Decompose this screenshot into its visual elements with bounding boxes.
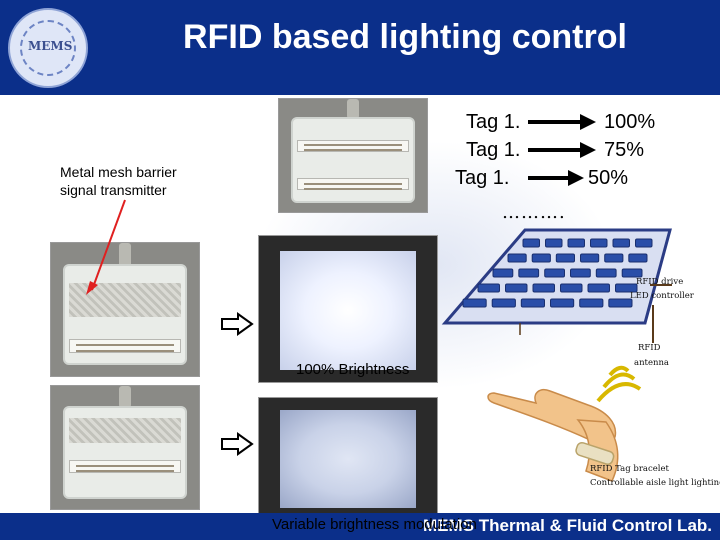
led-panel xyxy=(280,410,416,509)
lanyard-clip xyxy=(347,99,359,120)
lanyard-clip xyxy=(119,386,131,409)
callout-line-2: signal transmitter xyxy=(60,182,167,198)
footer-lab-name: MEMS Thermal & Fluid Control Lab. xyxy=(423,516,712,535)
led-cell xyxy=(612,238,630,248)
led-cell xyxy=(579,298,604,308)
mapping-arrow-icon xyxy=(528,142,596,158)
led-cell xyxy=(590,238,608,248)
led-panel xyxy=(280,250,416,371)
rfid-bracelet-icon xyxy=(575,441,615,465)
page-title: RFID based lighting control xyxy=(183,18,627,56)
tag-label-2: Tag 1. xyxy=(466,139,521,161)
antenna-label-line-2: antenna xyxy=(634,358,670,368)
led-cell xyxy=(628,253,648,263)
tag-label-3: Tag 1. xyxy=(455,167,510,189)
led-cell xyxy=(550,298,575,308)
led-cell xyxy=(635,238,653,248)
bracelet-label-line-1: RFID Tag bracelet xyxy=(590,464,669,474)
led-cell xyxy=(615,283,638,293)
rfid-antenna-strip xyxy=(296,178,410,191)
logo-text: MEMS xyxy=(28,39,73,53)
rfid-antenna-strip xyxy=(68,338,182,353)
driver-label-line-1: RFID drive xyxy=(636,277,684,287)
led-grid xyxy=(462,238,653,308)
lanyard-clip xyxy=(119,243,131,267)
led-cell xyxy=(560,283,583,293)
led-cell xyxy=(492,268,514,278)
rfid-antenna-strip xyxy=(296,139,410,152)
led-cell xyxy=(595,268,617,278)
header-bar xyxy=(0,0,720,95)
logo-ring xyxy=(20,20,76,76)
ellipsis-more: ………. xyxy=(502,202,566,223)
led-cell xyxy=(477,283,500,293)
tag-value-1: 100% xyxy=(604,111,656,133)
led-cell xyxy=(505,283,528,293)
right-arrow-icon xyxy=(221,312,254,336)
callout-pointer-icon xyxy=(86,199,126,295)
led-cell xyxy=(531,253,551,263)
driver-label-line-2: LED controller xyxy=(630,291,694,301)
variable-brightness-caption: Variable brightness modulation xyxy=(272,516,477,533)
brightness-caption: 100% Brightness xyxy=(296,361,410,378)
tag-label-1: Tag 1. xyxy=(466,111,521,133)
tag-value-2: 75% xyxy=(604,139,645,161)
led-cell xyxy=(491,298,516,308)
led-cell xyxy=(587,283,610,293)
led-cell xyxy=(545,238,563,248)
rfid-tag-with-mesh-photo-bottom xyxy=(50,385,200,510)
led-cell xyxy=(567,238,585,248)
led-cell xyxy=(621,268,643,278)
led-cell xyxy=(570,268,591,278)
mapping-arrow-icon xyxy=(528,170,584,186)
led-cell xyxy=(518,268,540,278)
led-cell xyxy=(580,253,600,263)
rfid-antenna-strip xyxy=(68,459,182,473)
rfid-lighting-diagram xyxy=(441,228,672,482)
callout-line-1: Metal mesh barrier xyxy=(60,164,177,180)
footer-bar xyxy=(0,513,720,540)
right-arrow-icon xyxy=(221,432,254,456)
led-cell xyxy=(522,238,540,248)
mapping-arrow-icon xyxy=(528,114,596,130)
bracelet-label-line-2: Controllable aisle light lighting xyxy=(590,478,720,488)
led-cell xyxy=(532,283,555,293)
lab-logo: MEMS xyxy=(8,8,88,88)
metal-mesh xyxy=(68,417,182,443)
led-cell xyxy=(608,298,633,308)
led-cell xyxy=(604,253,624,263)
led-cell xyxy=(462,298,487,308)
led-cell xyxy=(507,253,527,263)
led-cell xyxy=(544,268,565,278)
tag-value-3: 50% xyxy=(588,167,629,189)
antenna-label-line-1: RFID xyxy=(638,343,661,353)
led-panel-dimmed-photo xyxy=(258,397,438,519)
led-panel-full-brightness-photo xyxy=(258,235,438,383)
metal-mesh-callout: Metal mesh barrier signal transmitter xyxy=(60,163,177,199)
led-cell xyxy=(520,298,546,308)
metal-mesh xyxy=(68,282,182,318)
led-cell xyxy=(555,253,576,263)
rfid-tag-with-mesh-photo xyxy=(50,242,200,377)
rfid-tag-photo-top xyxy=(278,98,428,213)
